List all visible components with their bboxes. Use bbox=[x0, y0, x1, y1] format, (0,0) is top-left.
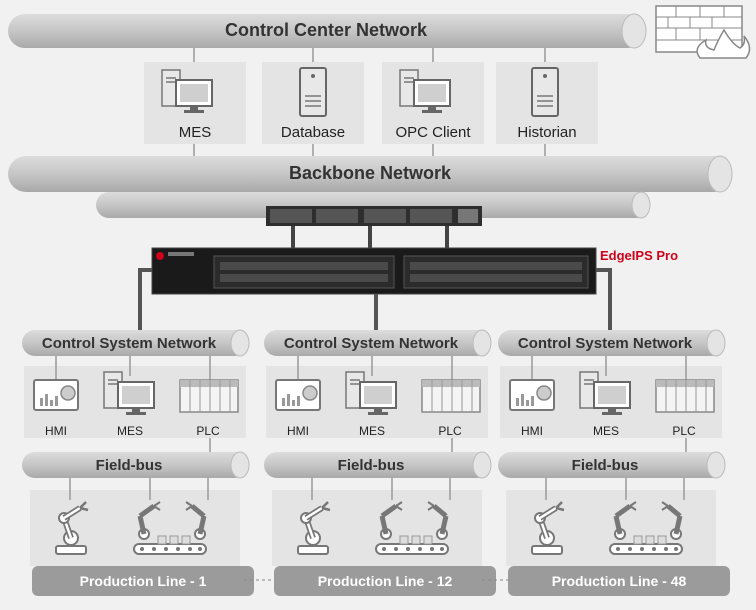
fieldbus-label: Field-bus bbox=[95, 457, 163, 474]
device-label-plc: PLC bbox=[672, 424, 696, 438]
device-label-mes: MES bbox=[116, 424, 143, 438]
control-system-network-label: Control System Network bbox=[517, 335, 693, 352]
production-line-label: Production Line - 12 bbox=[317, 573, 453, 589]
control-system-pipe bbox=[498, 330, 724, 356]
pipe-end bbox=[472, 451, 492, 479]
device-label-hmi: HMI bbox=[521, 424, 543, 438]
control-system-network-label: Control System Network bbox=[283, 335, 459, 352]
pipe-end bbox=[706, 329, 726, 357]
production-line-bar bbox=[32, 566, 254, 596]
hmi-icon bbox=[275, 379, 321, 411]
plc-icon bbox=[655, 379, 715, 413]
server-label-opc-client: OPC Client bbox=[395, 124, 471, 141]
pipe-end bbox=[230, 451, 250, 479]
control-system-pipe bbox=[264, 330, 490, 356]
edgeips-label: EdgeIPS Pro bbox=[600, 248, 679, 263]
backbone-network-label: Backbone Network bbox=[288, 163, 452, 183]
server-label-database: Database bbox=[280, 124, 346, 141]
control-system-pipe bbox=[22, 330, 248, 356]
fieldbus-pipe bbox=[264, 452, 490, 478]
firewall-icon bbox=[655, 5, 751, 59]
device-label-plc: PLC bbox=[438, 424, 462, 438]
plc-icon bbox=[421, 379, 481, 413]
server-label-mes: MES bbox=[178, 124, 212, 141]
production-line-bar bbox=[508, 566, 730, 596]
plc-icon bbox=[179, 379, 239, 413]
server-group bbox=[144, 48, 598, 160]
zone-3 bbox=[498, 329, 730, 596]
fieldbus-label: Field-bus bbox=[337, 457, 405, 474]
pipe-end bbox=[230, 329, 250, 357]
zone-2 bbox=[264, 329, 496, 596]
fieldbus-pipe bbox=[22, 452, 248, 478]
device-label-mes: MES bbox=[358, 424, 385, 438]
production-line-label: Production Line - 1 bbox=[79, 573, 207, 589]
fieldbus-label: Field-bus bbox=[571, 457, 639, 474]
backbone-network-pipe bbox=[8, 155, 733, 219]
production-line-bar bbox=[274, 566, 496, 596]
control-center-network-pipe bbox=[8, 13, 647, 49]
fieldbus-pipe bbox=[498, 452, 724, 478]
zone-uplinks bbox=[138, 268, 612, 330]
control-center-network-label: Control Center Network bbox=[224, 20, 428, 40]
device-label-hmi: HMI bbox=[287, 424, 309, 438]
edgeips-appliance-icon bbox=[151, 247, 597, 295]
device-label-hmi: HMI bbox=[45, 424, 67, 438]
pipe-end bbox=[706, 451, 726, 479]
device-label-mes: MES bbox=[592, 424, 619, 438]
pipe-end bbox=[472, 329, 492, 357]
hmi-icon bbox=[509, 379, 555, 411]
device-label-plc: PLC bbox=[196, 424, 220, 438]
core-switch-icon bbox=[266, 206, 482, 250]
control-system-network-label: Control System Network bbox=[41, 335, 217, 352]
production-line-label: Production Line - 48 bbox=[551, 573, 687, 589]
server-label-historian: Historian bbox=[517, 124, 577, 141]
zone-1 bbox=[22, 329, 254, 596]
hmi-icon bbox=[33, 379, 79, 411]
